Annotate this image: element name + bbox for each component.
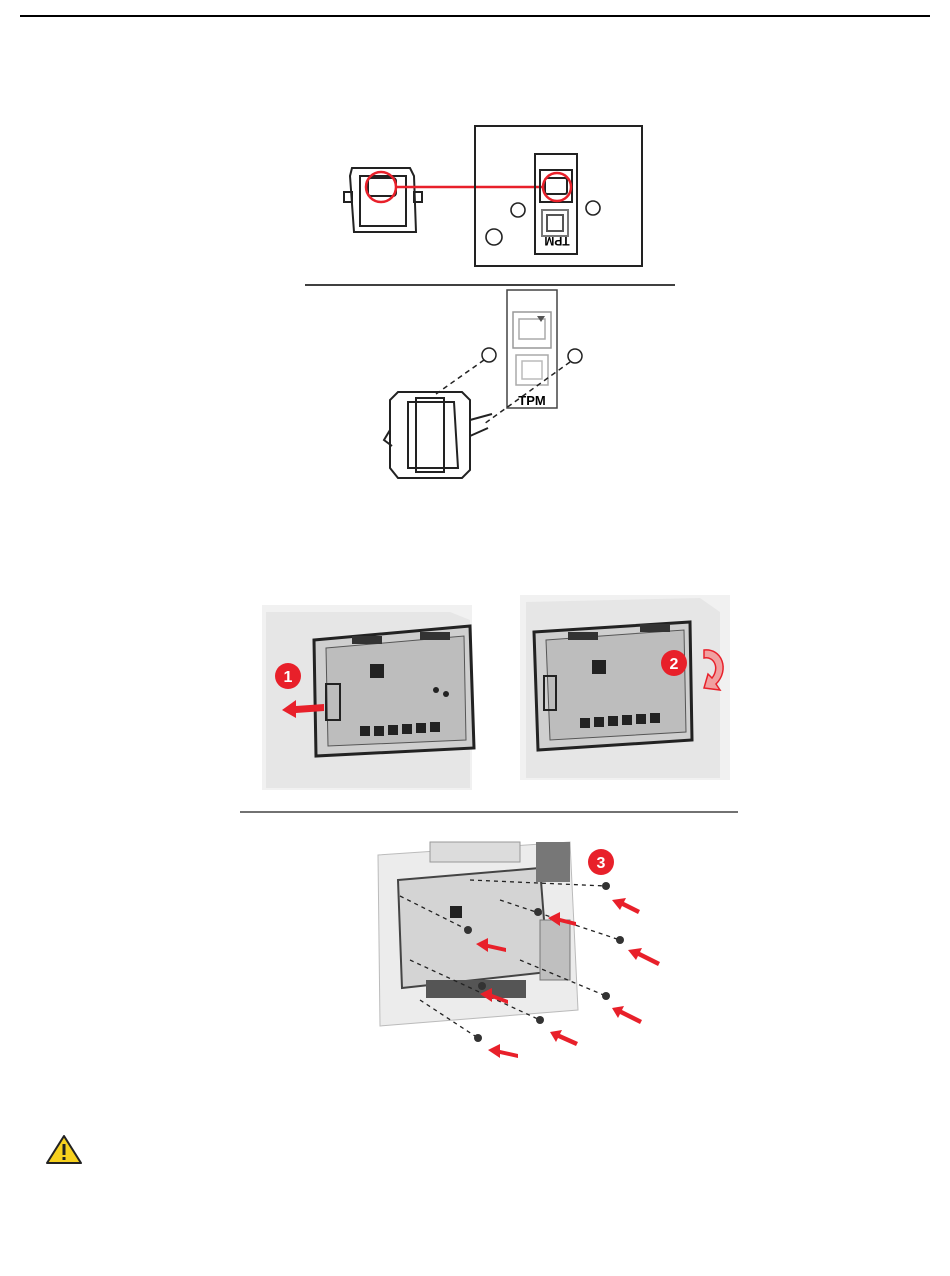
tpm-label: TPM [518,393,545,408]
screw-hole [482,348,496,362]
step-2-number: 2 [670,656,679,673]
connector-part [344,168,422,232]
screw-hole [568,349,582,363]
warning-triangle-icon [47,1136,81,1163]
guide-line [436,360,484,394]
tpm-label-mirrored: TPM [544,234,569,248]
tpm-detail-figure: TPM [344,126,642,266]
screws-figure: 3 [378,842,660,1058]
screw-hole [511,203,525,217]
step-1-number: 1 [284,669,293,686]
panel-step-1: 1 [262,605,474,790]
screw-hole [486,229,502,245]
tpm-install-figure: TPM [384,290,582,478]
panel-step-2: 2 [520,595,730,780]
board-removal-figure: 1 2 [262,595,730,790]
connector-part [384,392,492,478]
screw-hole [586,201,600,215]
step-3-number: 3 [597,855,606,872]
